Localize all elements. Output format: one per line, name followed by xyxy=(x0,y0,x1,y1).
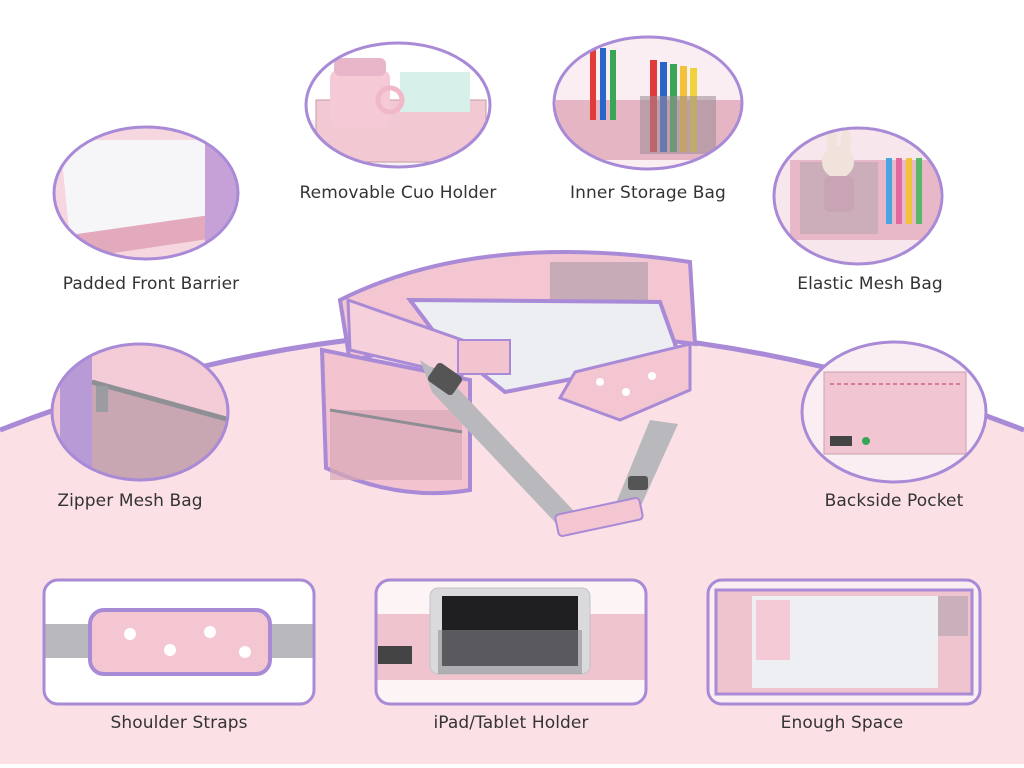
zipper-mesh-photo xyxy=(50,342,230,482)
label-tablet-holder: iPad/Tablet Holder xyxy=(433,713,589,733)
front-barrier-photo xyxy=(52,125,240,261)
label-removable-cup-holder: Removable Cuo Holder xyxy=(299,183,497,203)
enough-space-photo xyxy=(706,578,982,706)
cup-holder-photo xyxy=(304,41,492,169)
backside-pocket-photo xyxy=(800,340,988,484)
label-elastic-mesh-bag: Elastic Mesh Bag xyxy=(797,274,943,294)
elastic-mesh-photo xyxy=(772,126,944,266)
label-zipper-mesh-bag: Zipper Mesh Bag xyxy=(57,491,203,511)
label-padded-front-barrier: Padded Front Barrier xyxy=(62,274,240,294)
inner-storage-photo xyxy=(552,35,744,171)
tablet-holder-photo xyxy=(374,578,648,706)
label-enough-space: Enough Space xyxy=(780,713,904,733)
label-backside-pocket: Backside Pocket xyxy=(824,491,964,511)
travel-tray-product xyxy=(319,249,698,537)
label-shoulder-straps: Shoulder Straps xyxy=(110,713,248,733)
shoulder-strap-photo xyxy=(42,578,316,706)
label-inner-storage-bag: Inner Storage Bag xyxy=(570,183,726,203)
